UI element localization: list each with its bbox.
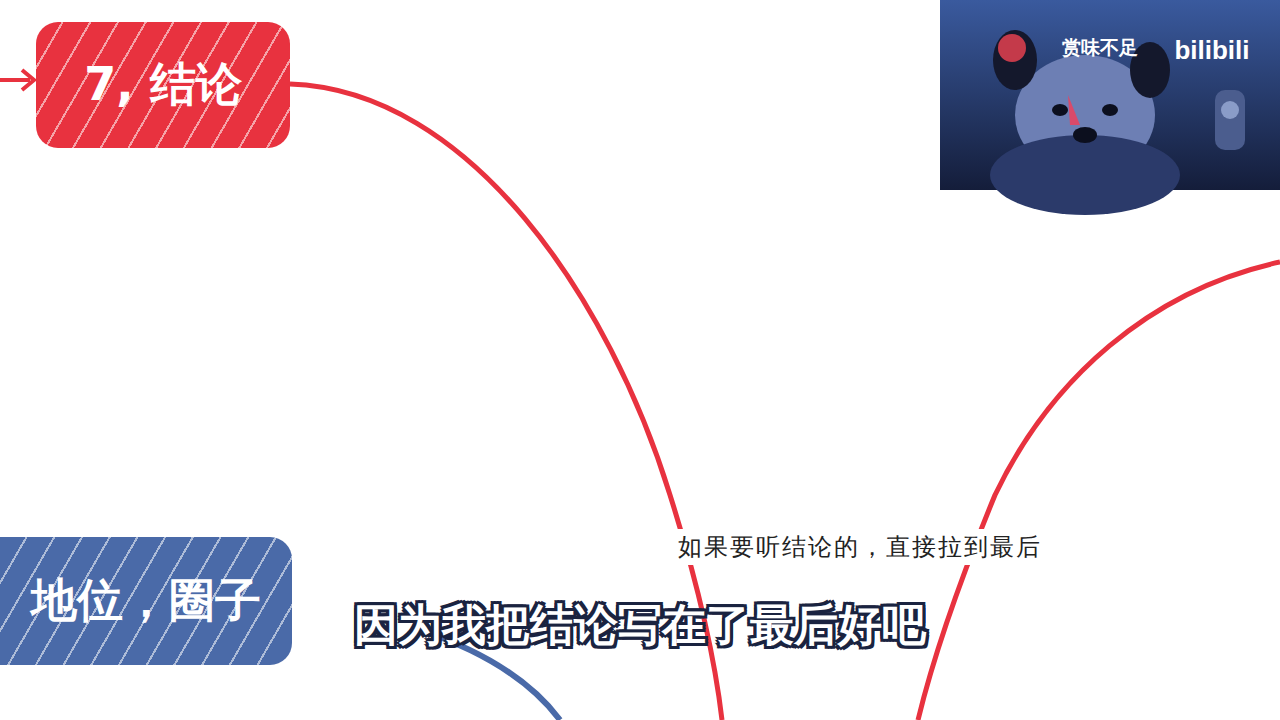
note-text: 如果要听结论的，直接拉到最后 <box>672 529 1048 565</box>
arrow-tip <box>22 70 34 90</box>
node-text: 地位，圈子 <box>31 570 261 632</box>
topic-box: 地位，圈子 <box>0 537 292 665</box>
branch-line <box>0 78 30 82</box>
node-text: 7, 结论 <box>84 54 242 116</box>
platform-watermark: bilibili <box>1174 35 1249 66</box>
branch-line <box>918 262 1280 720</box>
conclusion-box: 7, 结论 <box>36 22 290 148</box>
uploader-watermark: 赏味不足 <box>1062 35 1138 61</box>
video-subtitle: 因为我把结论写在了最后好吧 <box>354 596 926 655</box>
